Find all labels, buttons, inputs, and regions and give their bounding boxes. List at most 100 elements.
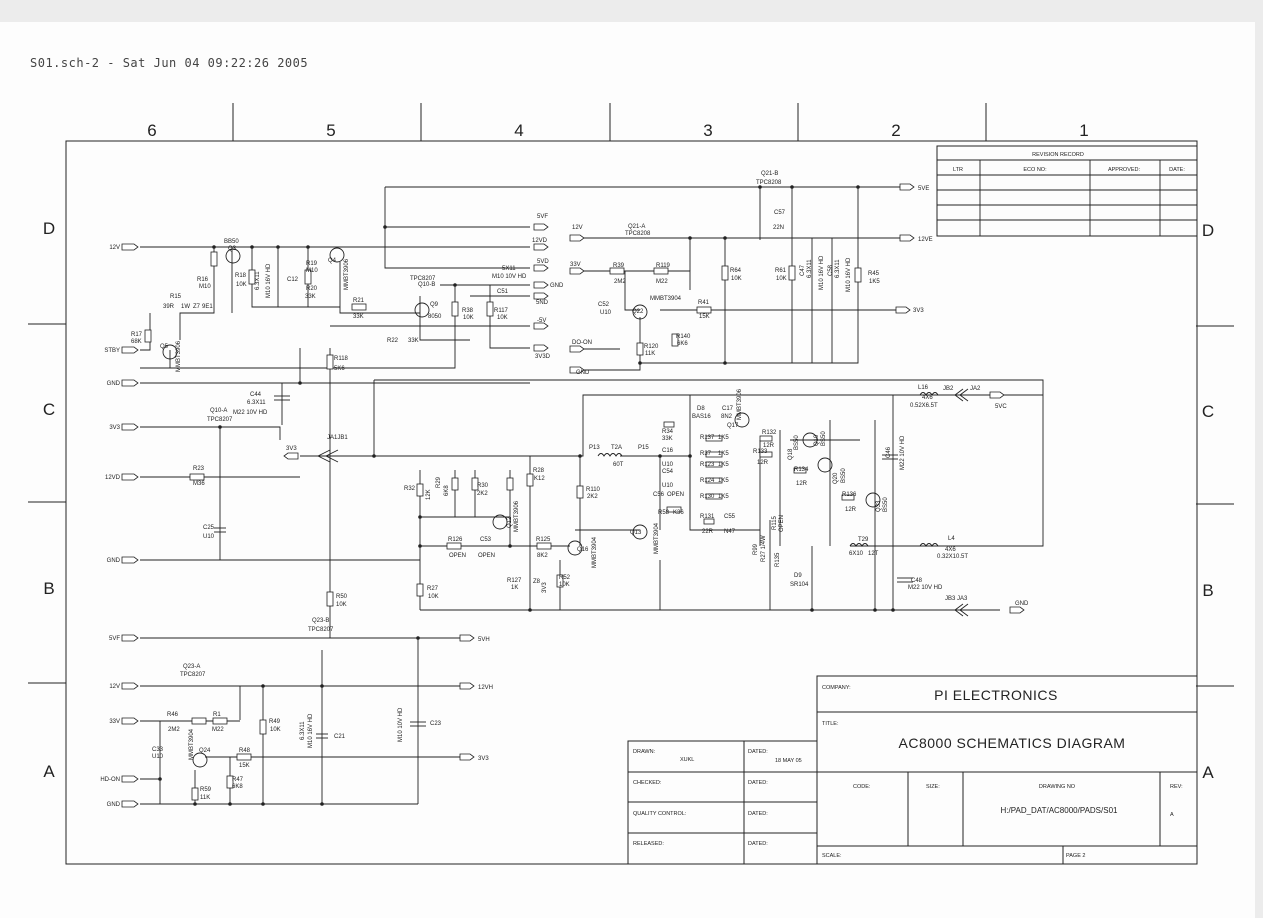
component-labels-c: R32 12K R29 6K8 R30 2K2 R28 K12 Q12 MMBT… <box>404 385 968 600</box>
zone-row-label: D <box>1202 221 1214 240</box>
component-label: C47 <box>800 264 806 276</box>
net-label: 12V <box>109 684 120 690</box>
component-label: OPEN <box>449 553 466 559</box>
component-label: 1K5 <box>718 494 729 500</box>
component-label: TPC8207 <box>308 627 334 633</box>
title-block <box>627 675 1198 865</box>
component-label: 39R <box>163 304 175 310</box>
component-label: 10K <box>559 582 570 588</box>
component-label: 33K <box>305 294 316 300</box>
component-label: 5X11 <box>502 266 516 272</box>
junction-dots <box>158 185 895 806</box>
component-label: MMBT3904 <box>654 522 660 554</box>
component-label: R16 <box>197 277 209 283</box>
component-label: M10 10V HD <box>398 707 404 742</box>
component-label: 0.52X6.5T <box>910 403 938 409</box>
component-label: R137 <box>700 435 715 441</box>
component-label: R21 <box>353 298 365 304</box>
component-label: Q33 <box>876 500 882 512</box>
component-label: D8 <box>697 406 705 412</box>
title-label: TITLE: <box>822 721 839 727</box>
net-label: 12V <box>109 245 120 251</box>
component-label: 4X6 <box>922 395 933 401</box>
net-label: GND <box>1015 601 1029 607</box>
component-label: R99 <box>753 543 759 555</box>
component-label: TPC8208 <box>756 180 782 186</box>
component-label: T2A <box>611 445 622 451</box>
component-label: 15K <box>239 763 250 769</box>
component-label: R124 <box>700 478 715 484</box>
component-label: U10 <box>662 462 674 468</box>
connector-labels-left: 12V STBY GND 3V3 12VD GND 5VF 12V 33V HD… <box>100 245 120 808</box>
component-label: M22 10V HD <box>233 410 268 416</box>
component-label: R131 <box>700 514 715 520</box>
net-label: 3V3 <box>286 446 297 452</box>
component-label: R126 <box>448 537 463 543</box>
component-label: R15 <box>170 294 182 300</box>
rev-label: REV: <box>1170 784 1183 790</box>
component-label: R123 <box>700 462 715 468</box>
component-label: C25 <box>203 525 215 531</box>
zone-col-label: 1 <box>1079 121 1088 140</box>
component-label: C17 <box>722 406 734 412</box>
component-label: C16 <box>662 448 674 454</box>
component-label: 8K2 <box>537 553 548 559</box>
component-label: R27 <box>427 586 439 592</box>
component-label: M10 16V HD <box>846 257 852 292</box>
dated-label: DATED: <box>748 780 768 786</box>
company-name: PI ELECTRONICS <box>934 687 1058 703</box>
jack-label: JA3 <box>957 596 968 602</box>
component-label: 1K5 <box>718 478 729 484</box>
component-label: R22 <box>387 338 399 344</box>
component-label: 0.32X10.5T <box>937 554 968 560</box>
component-label: M10 <box>199 284 211 290</box>
net-label: 5VF <box>109 636 120 642</box>
net-label: GND <box>107 558 121 564</box>
component-label: R58 <box>658 510 670 516</box>
component-label: R47 <box>232 777 244 783</box>
component-label: R27 1/4W <box>761 535 767 562</box>
revision-col: DATE: <box>1169 167 1185 173</box>
component-label: C57 <box>774 210 786 216</box>
component-label: M10 10V HD <box>492 274 527 280</box>
component-label: L16 <box>918 385 929 391</box>
component-label: Q10-B <box>418 282 435 288</box>
component-label: U10 <box>600 310 612 316</box>
component-label: Q24 <box>199 748 211 754</box>
component-label: 3V3 <box>542 582 548 593</box>
zone-labels-top: 6 5 4 3 2 1 <box>147 121 1088 140</box>
component-label: R61 <box>775 268 787 274</box>
component-label: 1W <box>181 304 190 310</box>
component-label: K36 <box>673 510 684 516</box>
component-label: Q16 <box>577 547 589 553</box>
component-label: C44 <box>250 392 262 398</box>
net-label: STBY <box>104 348 120 354</box>
component-labels-a: Q23-B TPC8207 Q23-A TPC8207 R46 2M2 R1 M… <box>152 618 442 801</box>
net-label: GND <box>107 381 121 387</box>
component-label: 2K2 <box>477 491 488 497</box>
component-label: L4 <box>948 536 955 542</box>
revision-col: LTR <box>953 167 963 173</box>
component-label: C51 <box>497 289 509 295</box>
component-label: 6.3X11 <box>807 259 813 278</box>
component-label: C55 <box>724 514 736 520</box>
net-label: 5VD <box>537 259 549 265</box>
net-label: 5ND <box>536 300 549 306</box>
component-label: Q9 <box>430 302 439 308</box>
component-label: 10K <box>270 727 281 733</box>
component-label: R23 <box>193 466 205 472</box>
component-label: R18 <box>235 273 247 279</box>
component-label: R52 <box>559 575 571 581</box>
component-label: 1K5 <box>869 279 880 285</box>
jack-label: JA1JB1 <box>327 435 348 441</box>
component-label: C54 <box>662 469 674 475</box>
component-label: 9E1 <box>202 304 213 310</box>
drawn-date: 18 MAY 05 <box>775 758 802 764</box>
net-label: 3V3 <box>913 308 924 314</box>
component-label: P13 <box>589 445 600 451</box>
component-label: TPC8207 <box>207 417 233 423</box>
component-label: 8N2 <box>721 414 733 420</box>
revision-title: REVISION RECORD <box>1032 152 1084 158</box>
zone-col-label: 2 <box>891 121 900 140</box>
